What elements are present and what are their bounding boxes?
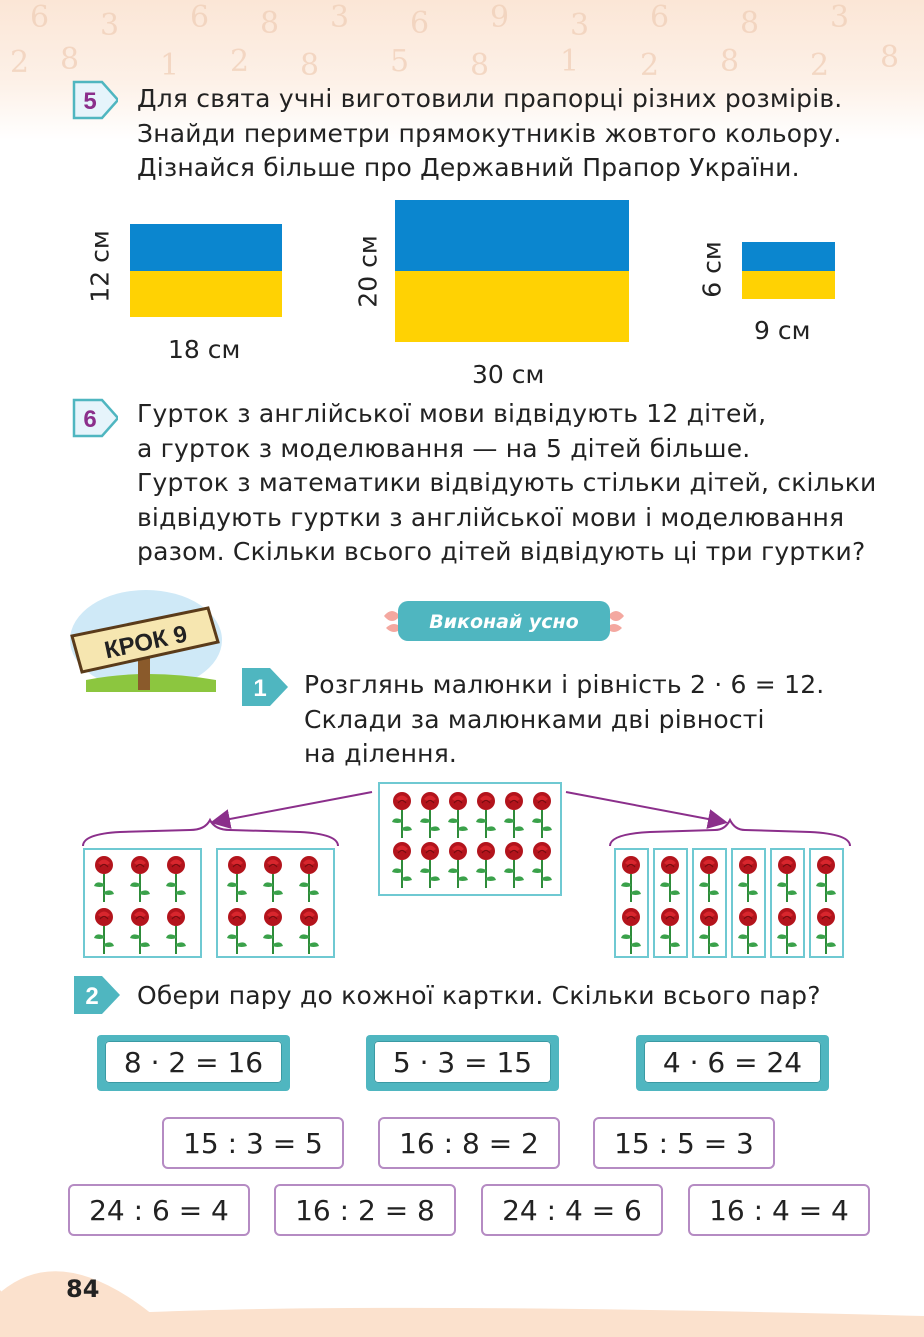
rose-icon (297, 906, 321, 956)
exercise-1-line: Розглянь малюнки і рівність 2 · 6 = 12. (304, 670, 825, 699)
exercise-2-number-badge: 2 (74, 976, 120, 1014)
rose-icon (814, 854, 838, 904)
rose-icon (92, 906, 116, 956)
division-card[interactable]: 15 : 5 = 3 (593, 1117, 775, 1169)
svg-text:5: 5 (83, 88, 96, 115)
rose-icon (530, 790, 554, 840)
rose-icon (775, 906, 799, 956)
rose-icon (164, 906, 188, 956)
rose-icon (261, 906, 285, 956)
card-text: 8 · 2 = 16 (105, 1041, 282, 1083)
rose-icon (418, 840, 442, 890)
card-text: 4 · 6 = 24 (644, 1041, 821, 1083)
rose-icon (418, 790, 442, 840)
task-5-text: Для свята учні виготовили прапорці різни… (137, 82, 842, 186)
flag-large (395, 200, 629, 342)
division-card[interactable]: 16 : 4 = 4 (688, 1184, 870, 1236)
division-card[interactable]: 24 : 6 = 4 (68, 1184, 250, 1236)
task-6-line: разом. Скільки всього дітей відвідують ц… (137, 537, 866, 566)
rose-icon (619, 854, 643, 904)
flag-small-medium (130, 224, 282, 317)
rose-icon (446, 840, 470, 890)
task-6-number-badge: 6 (72, 398, 118, 438)
step-signpost: КРОК 9 (70, 590, 222, 692)
division-card[interactable]: 24 : 4 = 6 (481, 1184, 663, 1236)
flag-3-height-label: 6 см (697, 241, 727, 298)
rose-icon (261, 854, 285, 904)
rose-icon (502, 840, 526, 890)
flag-blue-stripe (395, 200, 629, 271)
division-card[interactable]: 16 : 2 = 8 (274, 1184, 456, 1236)
rose-icon (390, 840, 414, 890)
division-card[interactable]: 15 : 3 = 5 (162, 1117, 344, 1169)
rose-icon (530, 840, 554, 890)
rose-icon (814, 906, 838, 956)
flag-1-height-label: 12 см (85, 230, 115, 303)
card-multiplication-1[interactable]: 8 · 2 = 16 (97, 1035, 290, 1091)
division-diagram-lines (82, 791, 851, 847)
flag-2-width-label: 30 см (472, 360, 545, 389)
footer-decoration (0, 1267, 924, 1337)
rose-icon (502, 790, 526, 840)
task-5-line: Дізнайся більше про Державний Прапор Укр… (137, 153, 800, 182)
rose-icon (225, 906, 249, 956)
svg-text:6: 6 (83, 406, 96, 433)
rose-icon (474, 790, 498, 840)
svg-text:1: 1 (253, 675, 266, 702)
rose-icon (446, 790, 470, 840)
rose-icon (297, 854, 321, 904)
oral-banner-label: Виконай усно (429, 611, 578, 633)
flag-3-width-label: 9 см (754, 316, 811, 345)
division-card[interactable]: 16 : 8 = 2 (378, 1117, 560, 1169)
task-6-line: Гурток з англійської мови відвідують 12 … (137, 399, 767, 428)
page-number: 84 (66, 1275, 100, 1303)
task-5-line: Знайди периметри прямокутників жовтого к… (137, 118, 842, 148)
exercise-1-text: Розглянь малюнки і рівність 2 · 6 = 12. … (304, 668, 824, 772)
rose-icon (128, 854, 152, 904)
flag-yellow-stripe (130, 270, 282, 317)
task-6-line: відвідують гуртки з англійської мови і м… (137, 502, 845, 532)
rose-icon (390, 790, 414, 840)
header-background (0, 0, 924, 140)
rose-icon (736, 906, 760, 956)
exercise-1-line: на ділення. (304, 739, 458, 768)
rose-icon (164, 854, 188, 904)
flag-blue-stripe (130, 224, 282, 271)
rose-icon (92, 854, 116, 904)
rose-icon (775, 854, 799, 904)
task-6-line: а гурток з моделювання — на 5 дітей біль… (137, 433, 751, 463)
rose-icon (128, 906, 152, 956)
flag-small (742, 242, 835, 299)
rose-icon (697, 906, 721, 956)
task-5-line: Для свята учні виготовили прапорці різни… (137, 84, 843, 113)
task-6-line: Гурток з математики відвідують стільки д… (137, 468, 877, 497)
task-5-number-badge: 5 (72, 80, 118, 120)
card-multiplication-3[interactable]: 4 · 6 = 24 (636, 1035, 829, 1091)
task-6-text: Гурток з англійської мови відвідують 12 … (137, 397, 877, 570)
oral-banner: Виконай усно (384, 601, 624, 641)
rose-icon (697, 854, 721, 904)
svg-text:2: 2 (85, 983, 98, 1010)
exercise-2-text: Обери пару до кожної картки. Скільки всь… (137, 981, 821, 1010)
rose-icon (658, 906, 682, 956)
flag-yellow-stripe (742, 270, 835, 299)
flag-2-height-label: 20 см (353, 235, 383, 308)
exercise-1-number-badge: 1 (242, 668, 288, 706)
rose-icon (736, 854, 760, 904)
flag-yellow-stripe (395, 271, 629, 342)
flag-blue-stripe (742, 242, 835, 271)
rose-icon (619, 906, 643, 956)
rose-icon (225, 854, 249, 904)
rose-icon (474, 840, 498, 890)
rose-icon (658, 854, 682, 904)
card-text: 5 · 3 = 15 (374, 1041, 551, 1083)
exercise-1-line: Склади за малюнками дві рівності (304, 704, 765, 734)
flag-1-width-label: 18 см (168, 335, 241, 364)
card-multiplication-2[interactable]: 5 · 3 = 15 (366, 1035, 559, 1091)
